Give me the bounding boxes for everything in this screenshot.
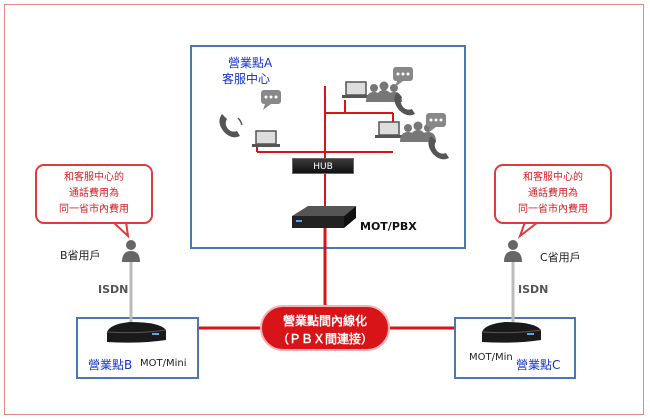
office-b-device-label: MOT/Mini <box>140 358 187 369</box>
user-c-line-label: ISDN <box>518 283 549 296</box>
inter-office-link-badge: 營業點間內線化 （ＰＢＸ間連接） <box>260 305 390 351</box>
link-title: 營業點間內線化 <box>282 314 367 328</box>
callout-line: 和客服中心的 <box>523 172 583 183</box>
pbx-device-icon <box>292 206 356 228</box>
phone-icon <box>394 92 415 116</box>
phone-icon <box>428 136 449 160</box>
laptop-icon <box>252 130 280 147</box>
office-b-name: 營業點B <box>88 358 133 372</box>
pbx-label: MOT/PBX <box>360 220 417 233</box>
laptop-icon <box>342 81 370 98</box>
user-c-label: C省用戶 <box>540 251 581 264</box>
callout-line: 通話費用為 <box>528 188 578 199</box>
mini-device-b-icon <box>106 322 167 343</box>
speech-bubble-icon <box>393 67 413 87</box>
callout-left: 和客服中心的 通話費用為 同一省市內費用 <box>35 164 153 224</box>
laptop-icon <box>375 121 403 138</box>
mini-device-c-icon <box>481 322 542 343</box>
callout-line: 同一省市內費用 <box>59 204 129 215</box>
phone-icon <box>219 114 243 138</box>
link-subtitle: （ＰＢＸ間連接） <box>276 332 373 346</box>
user-b-line-label: ISDN <box>98 283 129 296</box>
callout-line: 同一省市內費用 <box>518 204 588 215</box>
office-c-box <box>454 317 576 379</box>
user-b-label: B省用戶 <box>60 249 101 262</box>
office-c-name: 營業點C <box>516 358 561 372</box>
speech-bubble-icon <box>261 90 281 110</box>
office-a-name: 營業點A <box>228 56 273 70</box>
callout-right: 和客服中心的 通話費用為 同一省市內費用 <box>494 164 612 224</box>
hub-device: HUB <box>292 158 354 174</box>
callout-line: 通話費用為 <box>69 188 119 199</box>
office-c-device-label: MOT/Min <box>469 352 513 363</box>
speech-bubble-icon <box>426 113 446 133</box>
office-a-subtitle: 客服中心 <box>222 72 271 86</box>
user-c-icon <box>504 240 522 262</box>
user-b-icon <box>122 240 140 262</box>
callout-line: 和客服中心的 <box>64 172 124 183</box>
